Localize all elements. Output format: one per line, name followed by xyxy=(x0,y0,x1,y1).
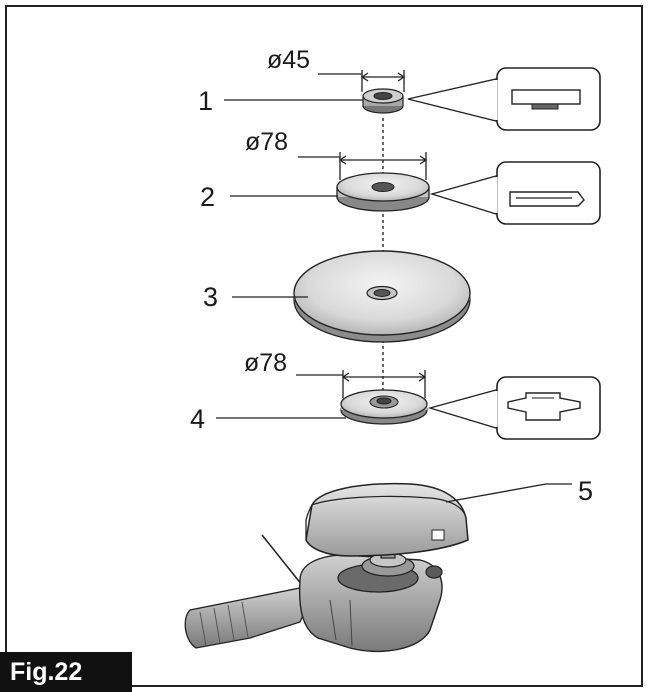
dimension-45 xyxy=(318,70,406,92)
part-3-wheel xyxy=(293,250,471,343)
part-number-1: 1 xyxy=(198,86,213,116)
part-1-lock-nut xyxy=(362,88,404,114)
part-number-5: 5 xyxy=(578,476,593,506)
leader-5 xyxy=(445,483,547,503)
figure-frame xyxy=(5,5,643,687)
part-number-4: 4 xyxy=(190,404,205,434)
dimension-78-lower xyxy=(296,370,427,398)
part-5-grinder-with-guard xyxy=(184,482,469,653)
figure-label: Fig.22 xyxy=(0,652,132,692)
dimension-label-1: ø45 xyxy=(267,46,310,74)
callout-4-cross-section xyxy=(427,376,601,440)
callout-2-cross-section xyxy=(429,161,601,225)
part-4-outer-flange xyxy=(340,389,428,425)
dimension-78-upper xyxy=(298,152,428,180)
part-2-inner-flange xyxy=(336,172,430,212)
callout-1-cross-section xyxy=(407,67,601,131)
dimension-label-2: ø78 xyxy=(245,128,288,156)
part-number-2: 2 xyxy=(200,182,215,212)
part-number-3: 3 xyxy=(203,282,218,312)
dimension-label-4: ø78 xyxy=(244,349,287,377)
